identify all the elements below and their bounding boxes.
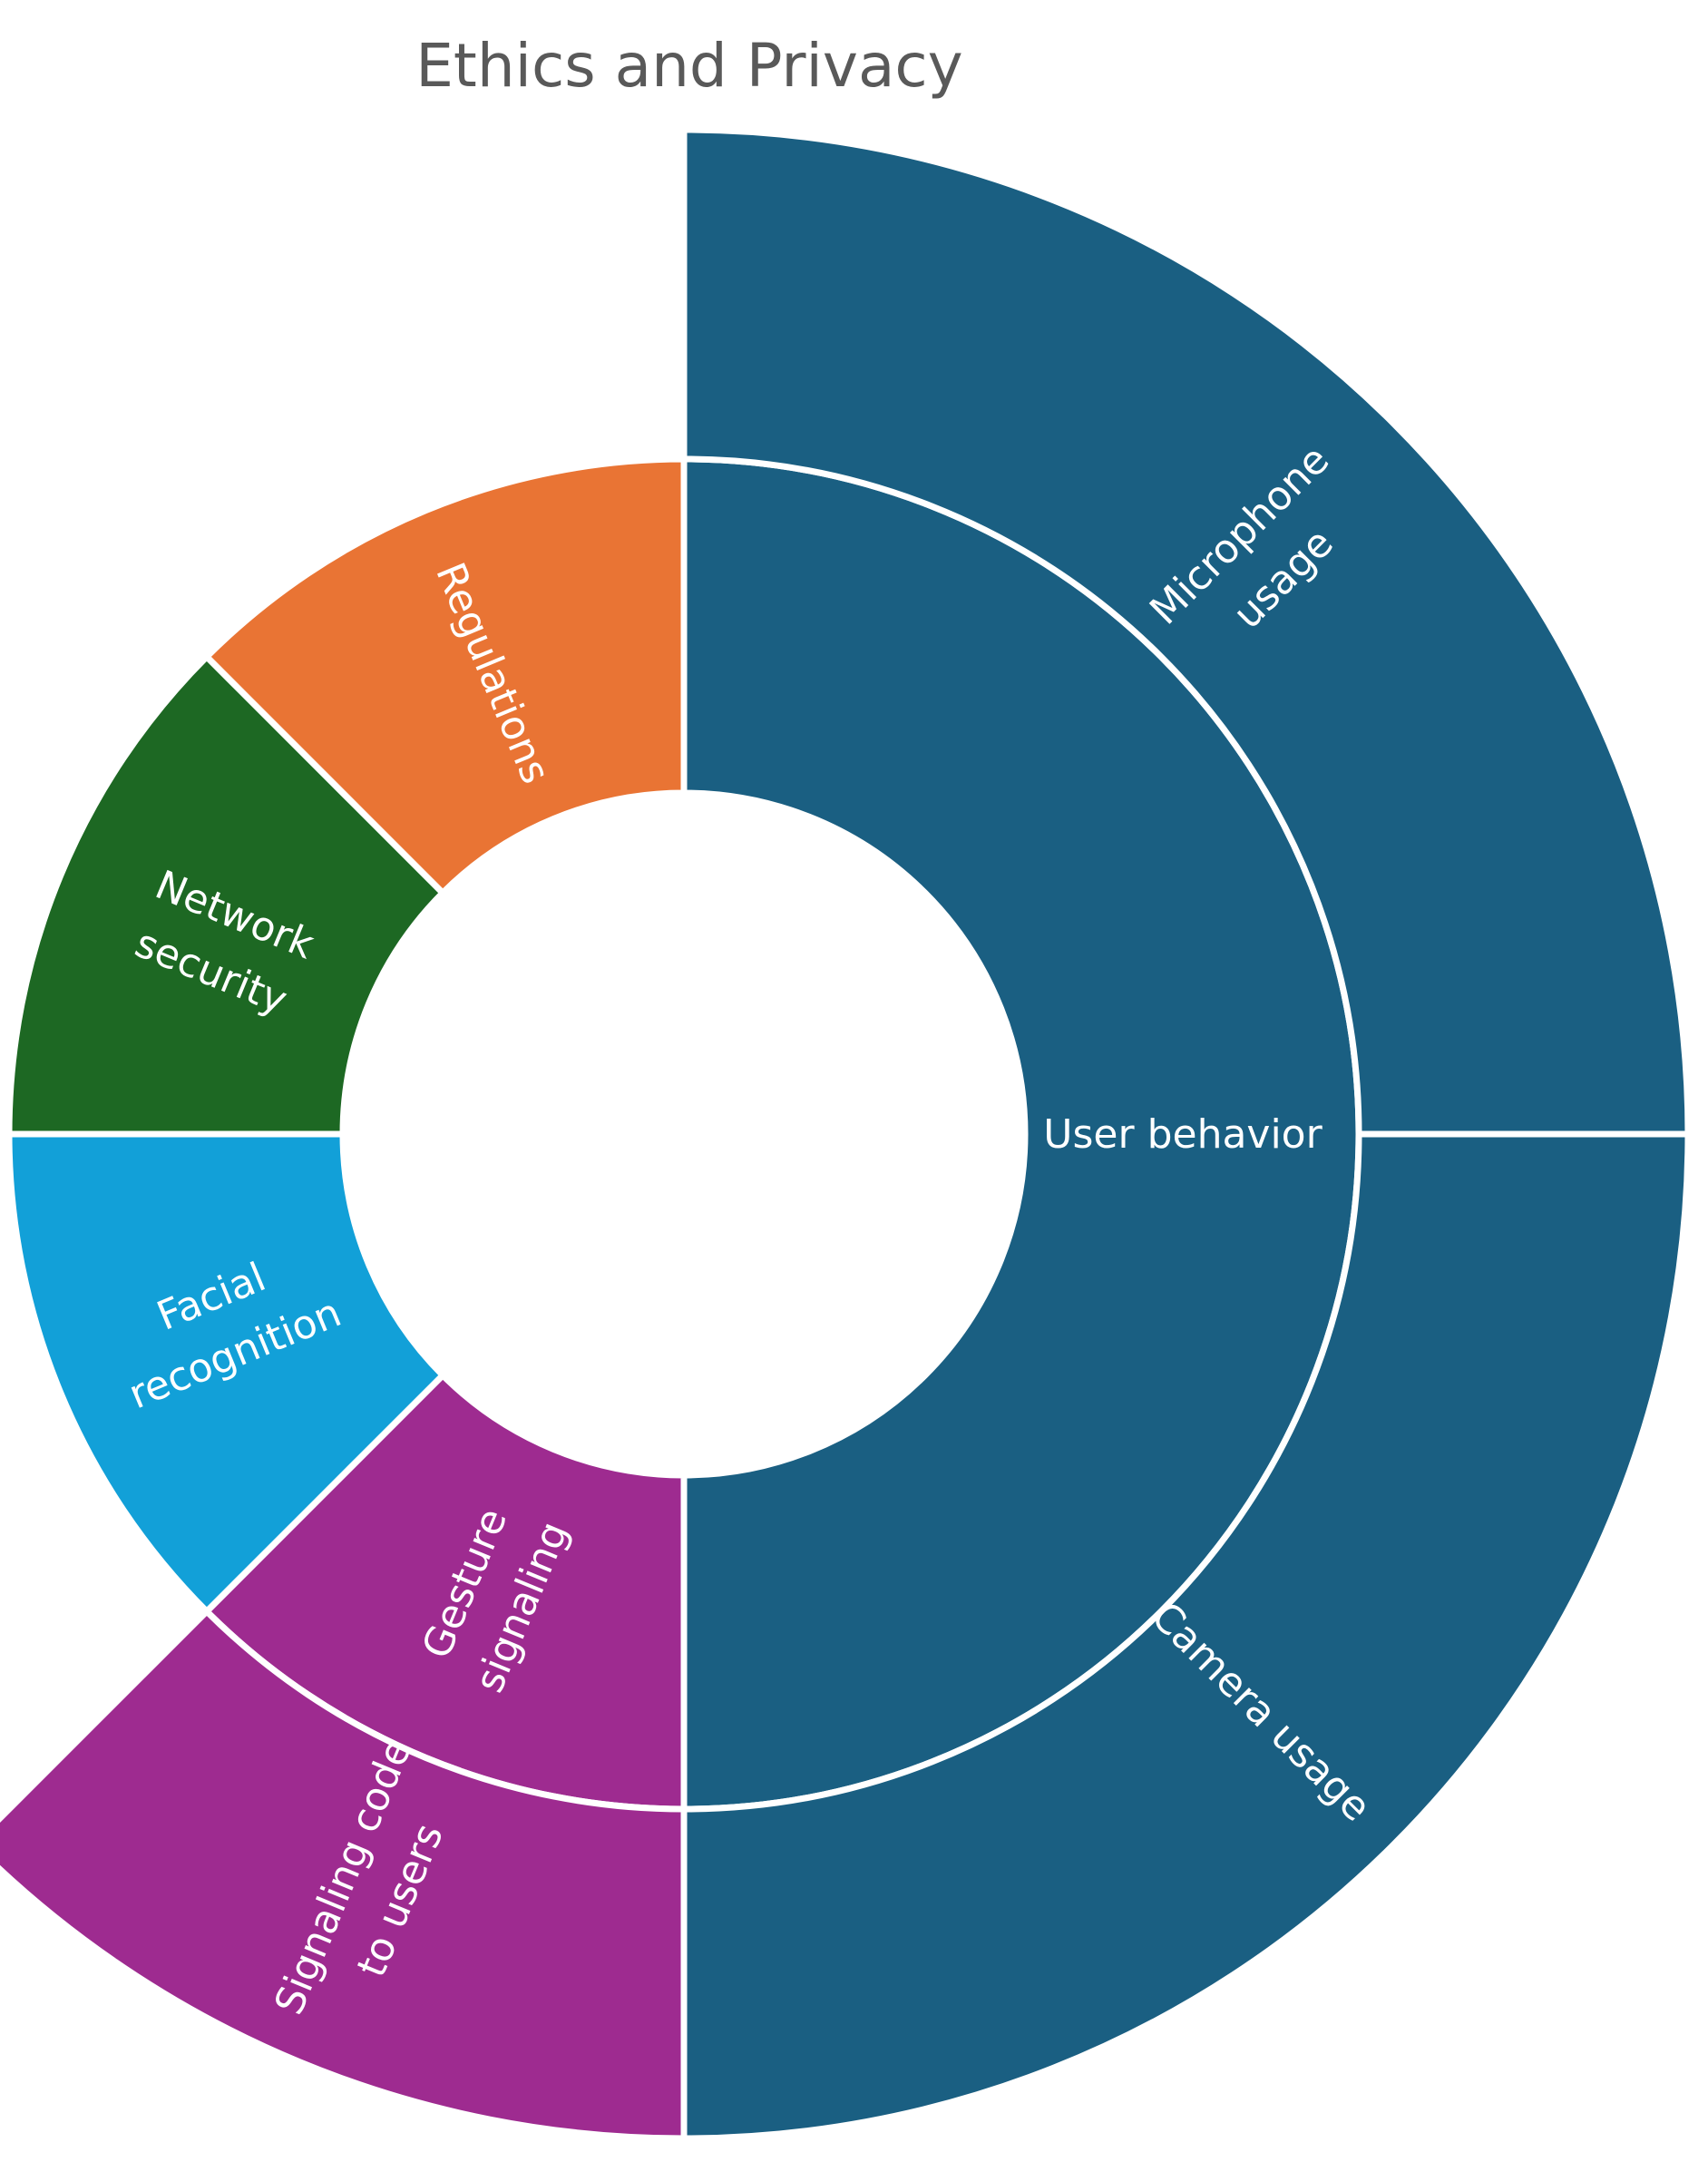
segment-facial-recognition[interactable] bbox=[5, 1130, 448, 1617]
segment-camera-usage[interactable] bbox=[680, 1130, 1692, 2142]
segment-network-security[interactable] bbox=[5, 651, 448, 1138]
segment-regulations[interactable] bbox=[201, 455, 688, 898]
sunburst-segments bbox=[0, 126, 1692, 2142]
label-user-behavior: User behavior bbox=[1043, 1111, 1322, 1158]
chart-title: Ethics and Privacy bbox=[415, 31, 963, 101]
segment-signaling-code-to-users[interactable] bbox=[0, 1607, 688, 2142]
segment-microphone-usage[interactable] bbox=[680, 126, 1692, 1138]
